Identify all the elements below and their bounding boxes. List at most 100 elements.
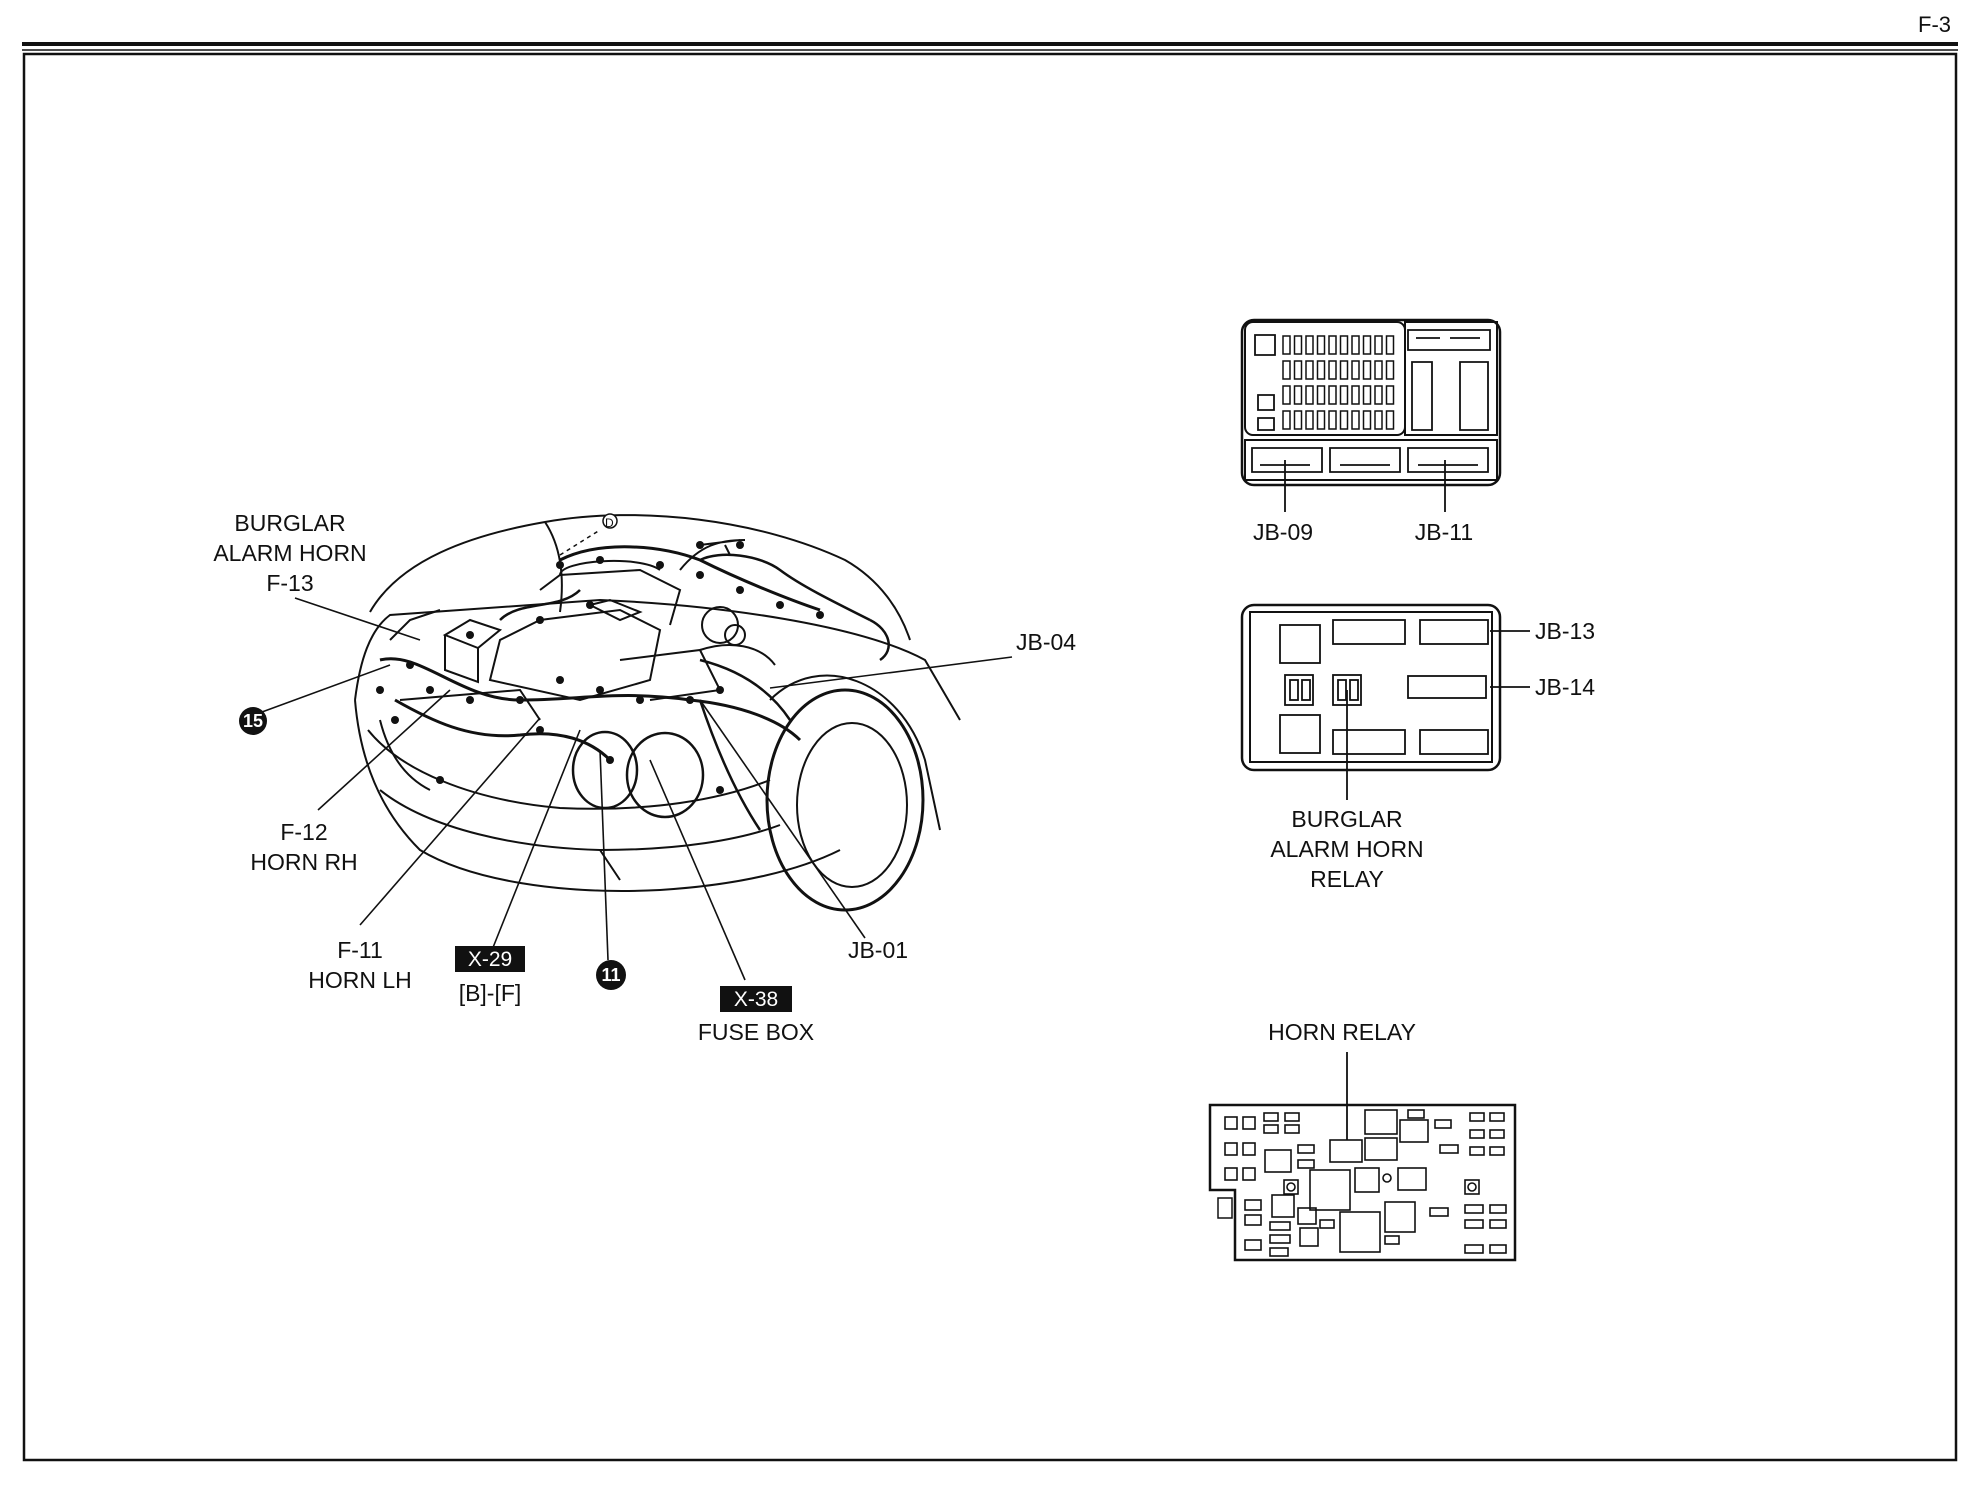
board-component: [1364, 1137, 1398, 1161]
board-component: [1469, 1112, 1485, 1122]
fuse-slot: [1282, 385, 1291, 405]
fuse-box-label: FUSE BOX: [698, 1019, 814, 1045]
board-component: [1244, 1199, 1262, 1211]
fuse-slot: [1293, 335, 1303, 355]
board-component: [1242, 1167, 1256, 1181]
board-component: [1283, 1179, 1299, 1195]
fuse-slot: [1328, 360, 1337, 380]
horn-lh-code: F-11: [337, 937, 383, 963]
fuse-slot: [1305, 335, 1314, 355]
board-component: [1284, 1124, 1300, 1134]
board-component: [1399, 1119, 1429, 1143]
board-component: [1489, 1244, 1507, 1254]
fuse-slot: [1305, 360, 1314, 380]
fuse-slot: [1282, 360, 1291, 380]
board-component: [1397, 1167, 1427, 1191]
ground-point-11-label: 11: [601, 965, 620, 985]
board-component: [1407, 1109, 1425, 1119]
board-component: [1489, 1129, 1505, 1139]
board-component: [1489, 1146, 1505, 1156]
board-component: [1464, 1179, 1480, 1195]
junction-box-2-components: [1279, 619, 1530, 800]
horn-rh-label: HORN RH: [250, 849, 357, 875]
fuse-slot: [1385, 335, 1395, 355]
board-component: [1354, 1167, 1380, 1193]
fuse-slot: [1351, 335, 1360, 355]
fuse-slot: [1362, 410, 1372, 430]
board-component: [1439, 1144, 1459, 1154]
fuse-slot: [1362, 360, 1372, 380]
board-component: [1469, 1146, 1485, 1156]
jb13-label: JB-13: [1535, 618, 1595, 644]
board-component: [1364, 1109, 1398, 1135]
jb04-label: JB-04: [1016, 629, 1076, 655]
horn-relay-title: HORN RELAY: [1268, 1019, 1416, 1045]
leader-lines: [261, 597, 1013, 981]
fuse-slot: [1374, 385, 1383, 405]
ground-point-15-badge: [239, 707, 267, 735]
reference-d-label: D: [605, 516, 614, 530]
junction-box-1: [1240, 318, 1502, 487]
board-component: [1384, 1235, 1400, 1245]
fuse-slot: [1293, 360, 1303, 380]
fuse-slot: [1305, 385, 1314, 405]
fuse-slot: [1385, 360, 1395, 380]
board-component: [1264, 1149, 1292, 1173]
board-component: [1244, 1239, 1262, 1251]
x29-tag: [455, 946, 525, 972]
ground-point-11-badge: [596, 960, 626, 990]
board-component: [1464, 1219, 1484, 1229]
fuse-slot: [1362, 335, 1372, 355]
board-component: [1464, 1244, 1484, 1254]
fuse-slot: [1339, 360, 1349, 380]
board-component: [1242, 1142, 1256, 1156]
page-frame: [22, 42, 1958, 1462]
board-component: [1271, 1194, 1295, 1218]
board-component: [1297, 1207, 1317, 1225]
board-component: [1263, 1124, 1279, 1134]
board-component: [1224, 1167, 1238, 1181]
x38-tag: [720, 986, 792, 1012]
fuse-slot: [1339, 385, 1349, 405]
relay-board-components: [1224, 1109, 1507, 1257]
fuse-slot: [1328, 385, 1337, 405]
jb11-label: JB-11: [1415, 519, 1473, 545]
jb09-label: JB-09: [1253, 519, 1313, 545]
junction-box-1-connectors: [1251, 329, 1491, 512]
horn-rh-code: F-12: [280, 819, 327, 845]
fuse-slot: [1282, 410, 1291, 430]
burglar-relay-label-line2: ALARM HORN: [1270, 836, 1423, 862]
board-component: [1224, 1116, 1238, 1130]
board-component: [1242, 1116, 1256, 1130]
board-component: [1329, 1139, 1363, 1163]
junction-box-1-fuse-grid: [1282, 335, 1395, 430]
fuse-slot: [1328, 335, 1337, 355]
board-component: [1263, 1112, 1279, 1122]
x29-tag-label: X-29: [468, 948, 512, 971]
burglar-relay-label-line3: RELAY: [1310, 866, 1384, 892]
board-component: [1284, 1112, 1300, 1122]
board-component: [1464, 1204, 1484, 1214]
board-component: [1297, 1144, 1315, 1154]
burglar-horn-label-line2: ALARM HORN: [213, 540, 366, 566]
board-component: [1269, 1247, 1289, 1257]
burglar-relay-label-line1: BURGLAR: [1291, 806, 1402, 832]
fuse-slot: [1293, 385, 1303, 405]
burglar-horn-label-line1: BURGLAR: [234, 510, 345, 536]
board-component: [1434, 1119, 1452, 1129]
x38-tag-label: X-38: [734, 988, 778, 1011]
fuse-slot: [1316, 360, 1326, 380]
board-component: [1339, 1211, 1381, 1253]
fuse-slot: [1362, 385, 1372, 405]
board-component: [1224, 1142, 1238, 1156]
reference-d-marker: [602, 513, 618, 529]
relay-board: [1208, 1103, 1517, 1262]
fuse-slot: [1374, 410, 1383, 430]
fuse-slot: [1339, 335, 1349, 355]
fuse-slot: [1385, 385, 1395, 405]
page-number: F-3: [1918, 12, 1951, 37]
board-component: [1489, 1219, 1507, 1229]
x29-sub-label: [B]-[F]: [459, 980, 522, 1006]
